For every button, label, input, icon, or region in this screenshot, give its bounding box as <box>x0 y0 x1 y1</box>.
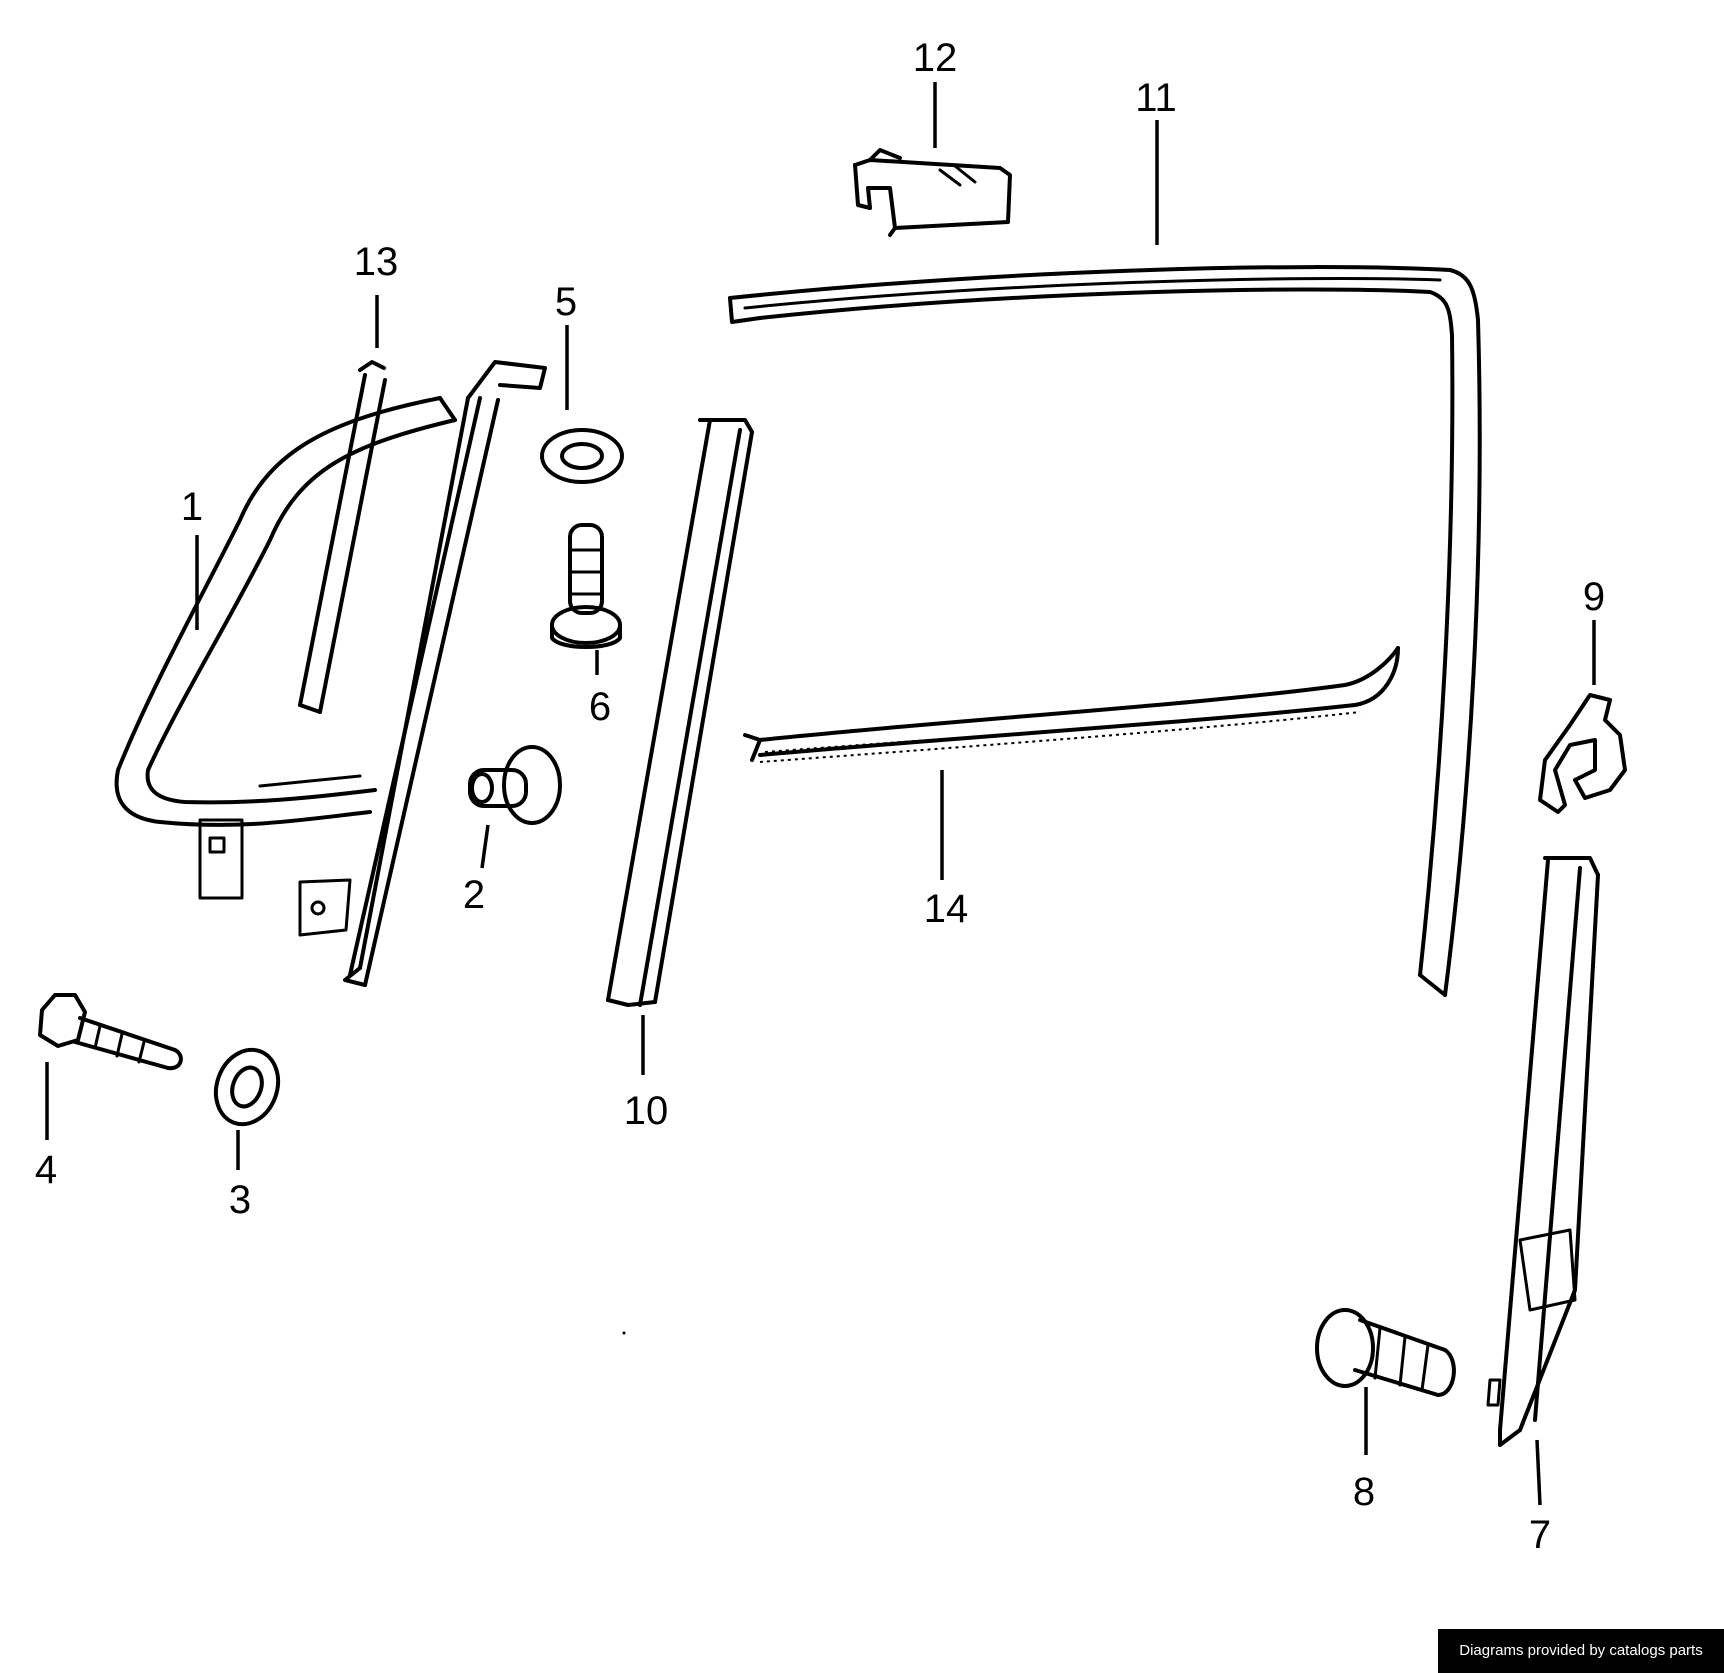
callout-13: 13 <box>354 240 399 284</box>
callout-3: 3 <box>229 1178 251 1222</box>
callout-12: 12 <box>913 36 958 80</box>
leader-7 <box>1535 1439 1542 1506</box>
callout-6: 6 <box>589 685 611 729</box>
part-bolt-8[interactable] <box>1315 1308 1456 1397</box>
part-washer-3[interactable] <box>206 1041 288 1133</box>
callout-5: 5 <box>555 280 577 324</box>
stray-dot <box>622 1331 626 1335</box>
callout-4: 4 <box>35 1148 57 1192</box>
leader-lines <box>45 82 1596 1506</box>
leader-2 <box>480 824 490 869</box>
part-front-channel[interactable] <box>606 418 754 1007</box>
part-frame-seal[interactable] <box>728 265 1482 997</box>
part-rear-guide-rail[interactable] <box>1486 856 1600 1447</box>
part-clip-12[interactable] <box>853 148 1012 237</box>
callout-labels: 1 2 3 4 5 6 7 8 9 10 11 12 13 14 <box>35 36 1605 1557</box>
part-vent-window-frame[interactable] <box>114 396 457 900</box>
part-guide-channel[interactable] <box>298 360 547 987</box>
callout-8: 8 <box>1353 1470 1375 1514</box>
callout-1: 1 <box>181 485 203 529</box>
callout-11: 11 <box>1135 76 1177 120</box>
part-grommet-2[interactable] <box>468 745 562 825</box>
part-screw-6[interactable] <box>550 523 622 649</box>
callout-7: 7 <box>1529 1513 1551 1557</box>
callout-14: 14 <box>924 887 969 931</box>
credit-badge: Diagrams provided by catalogs parts <box>1438 1629 1724 1673</box>
part-clip-9[interactable] <box>1538 693 1627 814</box>
callout-9: 9 <box>1583 575 1605 619</box>
part-felt-strip[interactable] <box>743 646 1400 763</box>
part-washer-5[interactable] <box>540 428 624 484</box>
callout-10: 10 <box>624 1089 669 1133</box>
callout-2: 2 <box>463 873 485 917</box>
part-clip-rod[interactable] <box>298 360 387 714</box>
part-bolt-4[interactable] <box>38 993 183 1071</box>
